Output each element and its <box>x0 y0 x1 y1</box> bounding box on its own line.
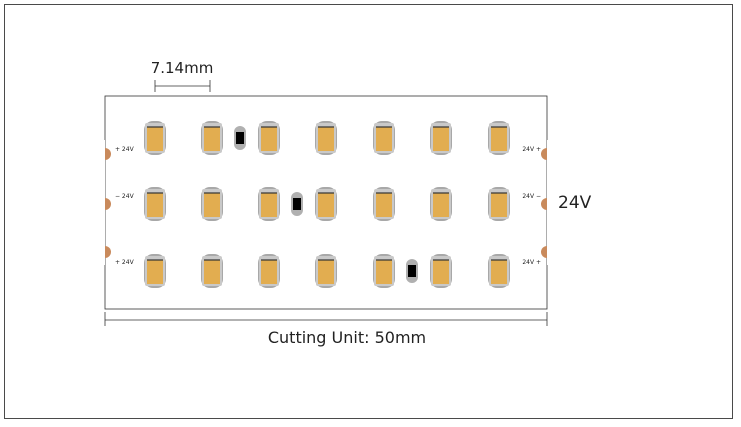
led-chip <box>258 187 280 221</box>
led-emitter <box>318 127 334 151</box>
led-emitter <box>204 193 220 217</box>
led-emitter <box>491 127 507 151</box>
led-chip <box>488 187 510 221</box>
led-emitter <box>204 260 220 284</box>
led-chip <box>144 254 166 288</box>
led-emitter <box>147 193 163 217</box>
pad-mask-right <box>547 140 562 265</box>
led-chip <box>201 187 223 221</box>
pad-label-left-top: + 24V <box>115 146 135 153</box>
led-chip <box>258 254 280 288</box>
led-emitter <box>491 193 507 217</box>
pad-label-right-bottom: 24V + <box>522 259 541 266</box>
resistor-body <box>236 132 244 144</box>
led-emitter <box>433 193 449 217</box>
led-emitter <box>204 127 220 151</box>
led-chip <box>258 121 280 155</box>
led-emitter <box>147 260 163 284</box>
led-pitch-dimension: 7.14mm <box>151 59 214 92</box>
led-chip <box>430 187 452 221</box>
diagram-frame <box>4 4 733 419</box>
led-emitter <box>147 127 163 151</box>
led-chip <box>201 254 223 288</box>
led-chip <box>373 121 395 155</box>
led-chip <box>315 187 337 221</box>
led-chip <box>144 187 166 221</box>
pitch-dimension-label: 7.14mm <box>151 59 214 77</box>
led-chip <box>430 121 452 155</box>
pad-label-left-bottom: + 24V <box>115 259 135 266</box>
led-chip <box>201 121 223 155</box>
pad-labels: + 24V − 24V + 24V 24V + 24V − 24V + <box>115 146 541 266</box>
led-chip <box>315 121 337 155</box>
led-emitter <box>261 127 277 151</box>
pad-label-left-middle: − 24V <box>115 193 135 200</box>
resistor-body <box>293 198 301 210</box>
pad-mask-left <box>90 140 105 265</box>
voltage-label: 24V <box>558 193 592 213</box>
led-emitter <box>376 260 392 284</box>
led-emitter <box>376 193 392 217</box>
led-emitter <box>376 127 392 151</box>
led-emitter <box>261 193 277 217</box>
resistor <box>234 126 246 150</box>
led-chip <box>373 187 395 221</box>
cutting-unit-dimension: Cutting Unit: 50mm <box>104 312 548 347</box>
resistor-body <box>408 265 416 277</box>
led-chip <box>430 254 452 288</box>
led-emitter <box>433 260 449 284</box>
led-emitter <box>433 127 449 151</box>
led-chips <box>144 121 510 288</box>
solder-pads <box>90 140 562 265</box>
pad-label-right-middle: 24V − <box>522 193 541 200</box>
led-emitter <box>318 260 334 284</box>
led-chip <box>315 254 337 288</box>
resistors <box>234 126 418 283</box>
led-chip <box>488 121 510 155</box>
pad-label-right-top: 24V + <box>522 146 541 153</box>
resistor <box>291 192 303 216</box>
led-emitter <box>318 193 334 217</box>
led-emitter <box>261 260 277 284</box>
led-emitter <box>491 260 507 284</box>
resistor <box>406 259 418 283</box>
led-chip <box>373 254 395 288</box>
led-chip <box>488 254 510 288</box>
cutting-unit-label: Cutting Unit: 50mm <box>268 328 426 347</box>
led-chip <box>144 121 166 155</box>
